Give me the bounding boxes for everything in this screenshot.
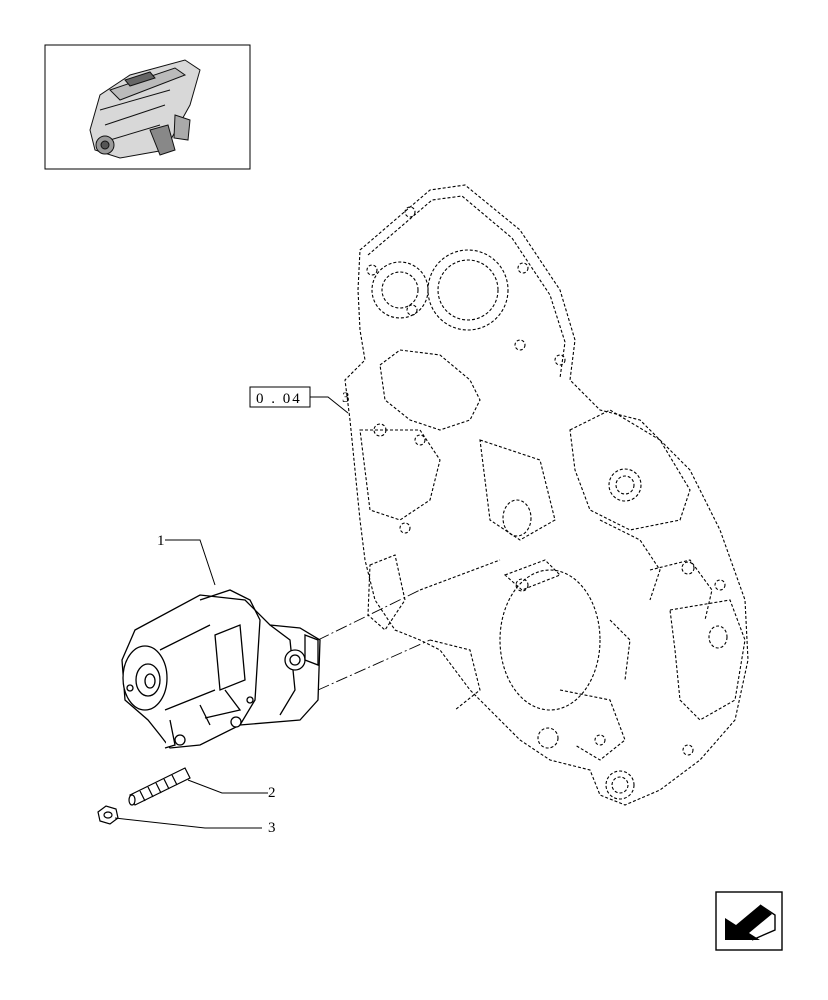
reference-box-text: 0 . 04: [256, 391, 302, 407]
callout-label-2: 2: [268, 785, 276, 801]
alignment-lines: [317, 589, 431, 691]
callout-label-3: 3: [268, 820, 276, 836]
reference-box[interactable]: 0 . 04 3: [249, 386, 350, 414]
stud: [128, 767, 191, 806]
starter-motor: [121, 589, 321, 749]
nut: [97, 805, 119, 825]
callout-label-1: 1: [157, 533, 165, 549]
next-page-arrow-icon[interactable]: [715, 891, 783, 951]
leader-lines: [114, 539, 268, 829]
engine-thumbnail-icon[interactable]: [44, 44, 251, 170]
flywheel-housing: [344, 184, 749, 806]
reference-box-suffix: 3: [342, 390, 350, 406]
